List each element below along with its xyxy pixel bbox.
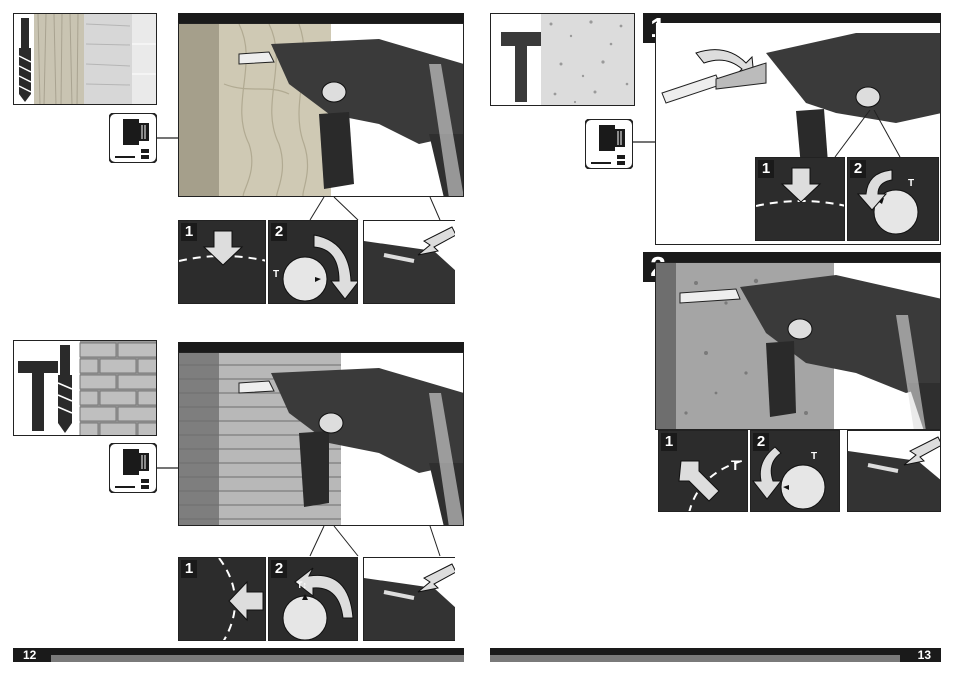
- drill-bit-icon: [58, 345, 72, 433]
- step3-panel-b: [363, 557, 455, 641]
- mode-icon-drill: [109, 113, 157, 163]
- figure-header-bar: [643, 252, 941, 262]
- step-number: 1: [181, 560, 197, 578]
- callout-lines: [790, 110, 940, 160]
- step1-panel-d: 1 T: [658, 430, 748, 512]
- step3-panel-d: [847, 430, 941, 512]
- chuck-icon: [109, 443, 157, 493]
- page-number-left: 12: [23, 648, 36, 662]
- figure-header-bar: [178, 13, 464, 23]
- step-number: 1: [181, 223, 197, 241]
- chuck-icon: [585, 119, 633, 169]
- step1-panel-a: 1: [178, 220, 266, 304]
- chuck-icon: [109, 113, 157, 163]
- step2-panel-c: 2 T: [847, 157, 939, 241]
- step3-panel-a: [363, 220, 455, 304]
- page-footer-right: 13: [490, 648, 941, 662]
- figure-header-bar: [643, 13, 941, 23]
- dial-label-ti: T↕: [297, 580, 307, 590]
- callout-lines: [300, 526, 460, 558]
- figure-header-bar: [178, 342, 464, 352]
- material-panel-brick: [13, 340, 157, 436]
- step-number: 2: [271, 560, 287, 578]
- step-number: 1: [758, 160, 774, 178]
- step2-panel-a: 2 T: [268, 220, 358, 304]
- step1-panel-b: 1: [178, 557, 266, 641]
- mode-icon-chisel: [585, 119, 633, 169]
- step2-panel-b: 2 T↕: [268, 557, 358, 641]
- step-number: 2: [850, 160, 866, 178]
- drill-bit-icon: [16, 18, 34, 102]
- callout-lines: [300, 197, 460, 222]
- wood-material-icon: [14, 14, 157, 105]
- step-number: 1: [661, 433, 677, 451]
- dial-label-t: T: [908, 178, 914, 189]
- page-footer-left: 12: [13, 648, 464, 662]
- dial-label-t: T: [731, 457, 740, 473]
- dial-label-t: T: [273, 269, 279, 280]
- step2-panel-d: 2 T: [750, 430, 840, 512]
- dial-label-t: T: [811, 451, 817, 462]
- material-panel-wood: [13, 13, 157, 105]
- drill-figure-wood: [178, 23, 464, 197]
- mode-icon-hammer-drill: [109, 443, 157, 493]
- drill-figure-brick: [178, 352, 464, 526]
- step1-panel-c: 1: [755, 157, 845, 241]
- step-number: 2: [753, 433, 769, 451]
- step-number: 2: [271, 223, 287, 241]
- chisel-figure-concrete: [655, 262, 941, 430]
- material-panel-concrete: [490, 13, 635, 106]
- page-number-right: 13: [918, 648, 931, 662]
